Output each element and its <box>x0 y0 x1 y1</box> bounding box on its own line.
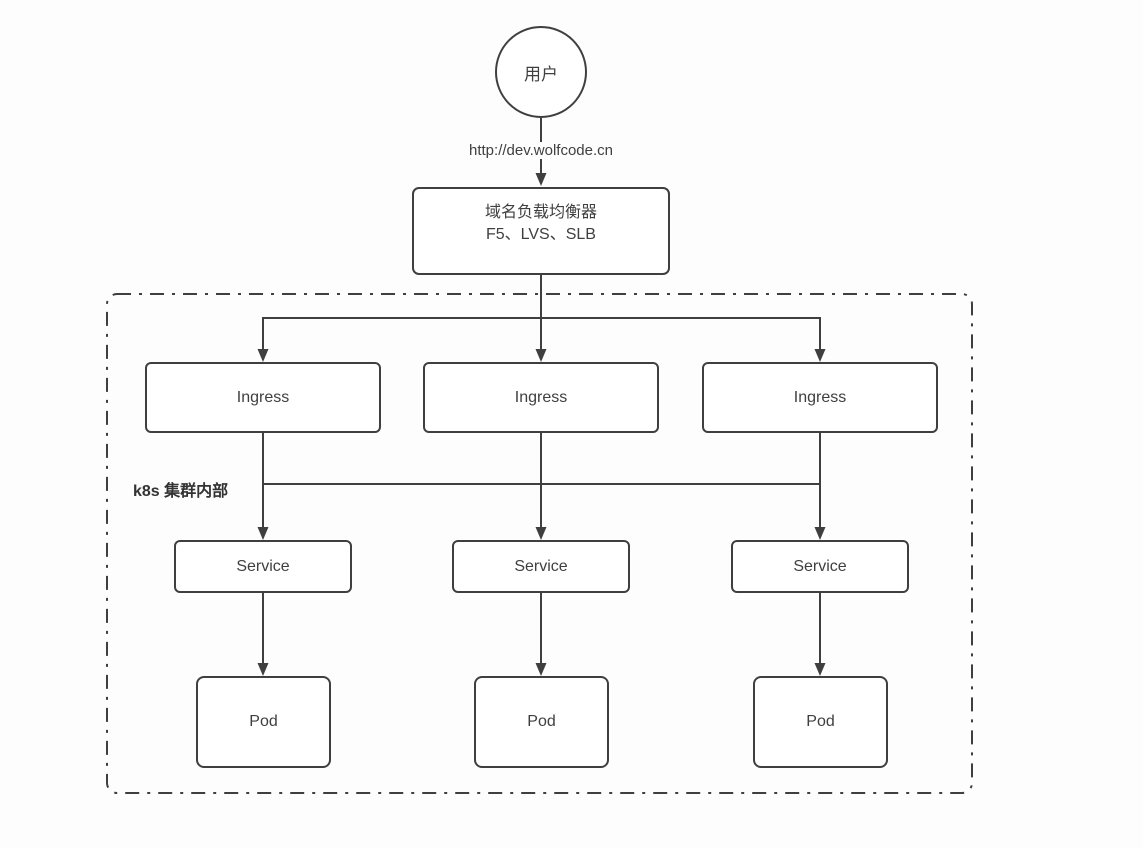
node-user: 用户 <box>495 26 587 118</box>
node-pod-3: Pod <box>753 676 888 768</box>
node-pod-1: Pod <box>196 676 331 768</box>
load-balancer-title: 域名负载均衡器 <box>484 204 597 222</box>
node-ingress-2-label: Ingress <box>514 388 568 406</box>
node-pod-1-label: Pod <box>249 713 278 730</box>
node-pod-2: Pod <box>474 676 609 768</box>
node-service-2-label: Service <box>514 557 568 575</box>
node-pod-3-label: Pod <box>806 713 835 730</box>
edge-loadbalancer-to-ingress <box>257 275 826 362</box>
node-ingress-1: Ingress <box>145 362 381 433</box>
node-ingress-3-label: Ingress <box>793 388 847 406</box>
request-url-label: http://dev.wolfcode.cn <box>463 142 619 159</box>
node-service-1: Service <box>174 540 352 593</box>
node-pod-2-label: Pod <box>527 713 556 730</box>
node-service-1-label: Service <box>236 557 290 575</box>
node-service-2: Service <box>452 540 630 593</box>
node-ingress-3: Ingress <box>702 362 938 433</box>
edge-ingress-to-service <box>257 433 826 540</box>
cluster-label: k8s 集群内部 <box>133 483 229 500</box>
node-service-3-label: Service <box>793 557 847 575</box>
node-user-label: 用户 <box>524 64 558 84</box>
load-balancer-subtitle: F5、LVS、SLB <box>486 226 596 243</box>
edge-service-to-pod <box>257 593 826 676</box>
node-service-3: Service <box>731 540 909 593</box>
node-ingress-2: Ingress <box>423 362 659 433</box>
node-ingress-1-label: Ingress <box>236 388 290 406</box>
node-load-balancer: 域名负载均衡器 F5、LVS、SLB <box>412 187 670 275</box>
cluster-boundary <box>106 293 973 794</box>
